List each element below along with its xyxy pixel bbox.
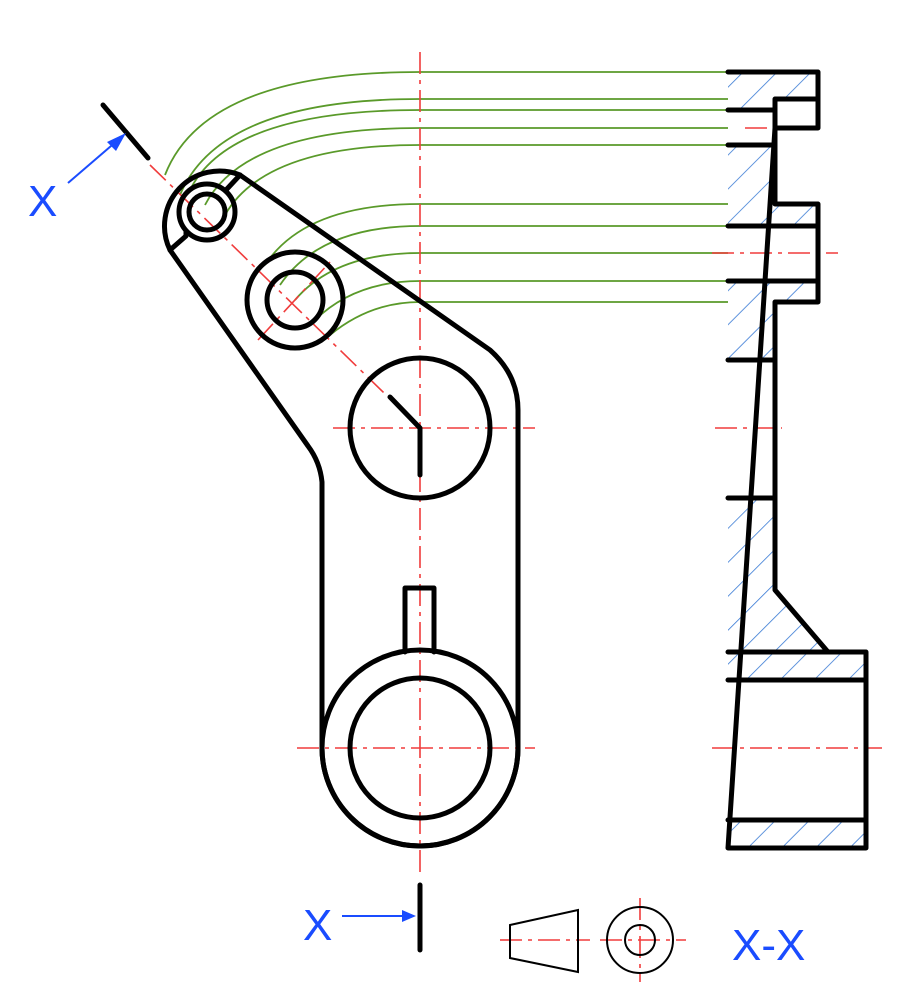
section-title: X-X <box>732 921 805 970</box>
part-outline <box>162 168 521 849</box>
projection-symbol <box>509 906 674 974</box>
hole-small <box>186 191 228 233</box>
projection-line <box>224 144 728 216</box>
projection-line <box>179 98 728 196</box>
cut-label-start: X <box>28 177 57 226</box>
arrow-icon <box>107 133 126 151</box>
hole-large <box>347 675 493 821</box>
front-view <box>162 168 521 849</box>
projection-line <box>189 109 728 191</box>
projection-line <box>279 225 728 286</box>
projection-line <box>264 203 728 266</box>
circle-inner-icon <box>624 924 656 956</box>
hole-middle <box>347 355 493 501</box>
cut-path <box>387 394 423 478</box>
hole-medium <box>264 269 326 331</box>
boss-small <box>176 181 238 243</box>
cut-label-end: X <box>303 901 332 950</box>
keyway <box>402 585 437 655</box>
circle-outer-icon <box>606 906 674 974</box>
boss-medium <box>244 249 346 351</box>
cone-icon <box>509 908 579 974</box>
cutting-plane: X X <box>28 102 423 953</box>
section-view <box>725 69 869 851</box>
arrow-icon <box>402 910 416 922</box>
projection-line <box>314 280 728 321</box>
hatching <box>728 72 866 848</box>
boss-large <box>319 647 521 849</box>
projection-line <box>164 71 728 176</box>
projection-line <box>329 301 728 336</box>
